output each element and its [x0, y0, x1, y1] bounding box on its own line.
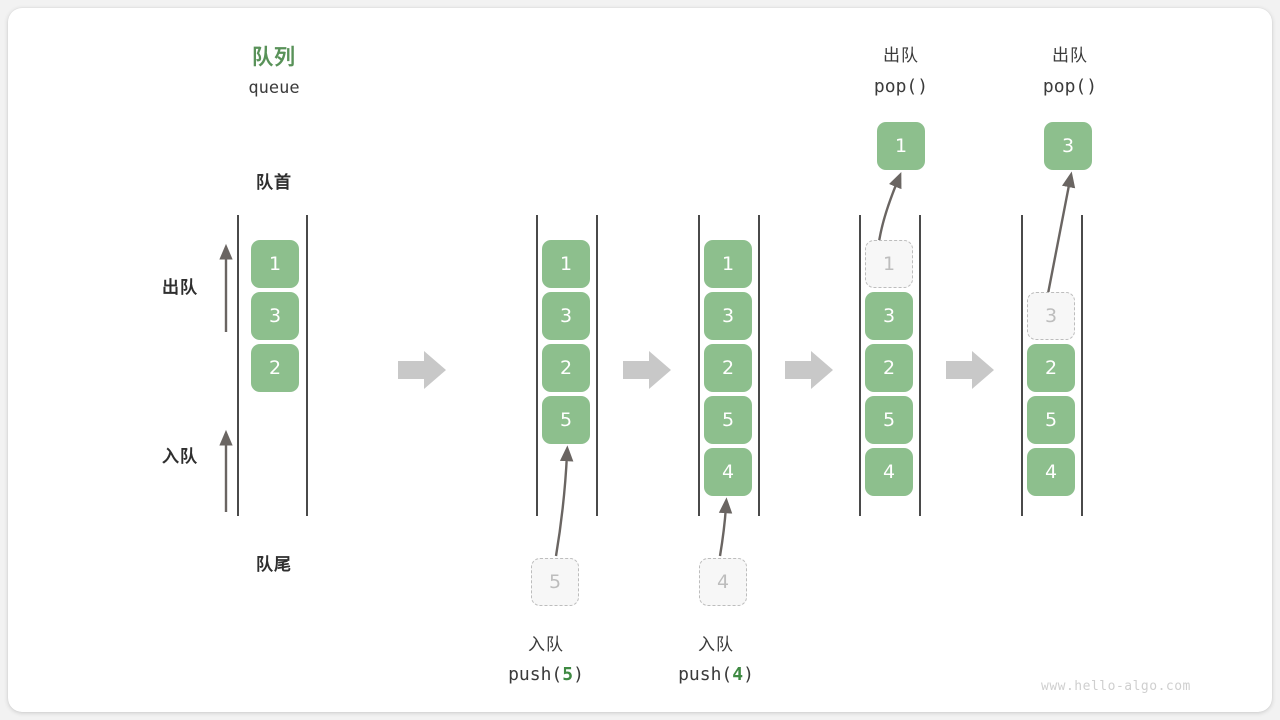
push-arrow [718, 497, 733, 557]
pop3-label-cn: 出队 [1052, 46, 1088, 66]
queue-box: 3 [865, 292, 913, 340]
pop1-label-cn: 出队 [883, 46, 919, 66]
code-suffix: ) [1086, 76, 1098, 97]
code-suffix: ) [917, 76, 929, 97]
rear-label: 队尾 [256, 555, 292, 575]
push5-label-code: push(5) [471, 664, 621, 685]
code-suffix: ) [743, 664, 754, 685]
queue-box: 3 [542, 292, 590, 340]
stage-initial-rail-right [306, 215, 308, 516]
diagram-canvas: 队列 queue 队首 队尾 出队 入队 1 3 2 1 3 2 5 5 [8, 8, 1272, 712]
push5-label-cn: 入队 [528, 635, 564, 655]
queue-box: 2 [251, 344, 299, 392]
queue-box: 2 [704, 344, 752, 392]
code-prefix: push( [508, 664, 563, 685]
pop1-label-code: pop() [826, 76, 976, 97]
code-prefix: push( [678, 664, 733, 685]
queue-title-cn: 队列 [252, 45, 296, 69]
incoming-ghost-box: 4 [699, 558, 747, 606]
popped-box: 1 [877, 122, 925, 170]
pop3-label-code: pop() [995, 76, 1145, 97]
queue-box: 3 [704, 292, 752, 340]
queue-box: 4 [865, 448, 913, 496]
queue-box: 1 [251, 240, 299, 288]
stage-pop1-rail-left [859, 215, 861, 516]
stage-push5-rail-right [596, 215, 598, 516]
push4-label-cn: 入队 [698, 635, 734, 655]
step-arrow-icon [946, 351, 994, 389]
queue-box: 2 [865, 344, 913, 392]
stage-pop1-rail-right [919, 215, 921, 516]
code-arg: 4 [732, 664, 744, 685]
watermark: www.hello-algo.com [1041, 679, 1191, 694]
step-arrow-icon [398, 351, 446, 389]
queue-box: 2 [1027, 344, 1075, 392]
queue-box: 5 [865, 396, 913, 444]
push4-label-code: push(4) [641, 664, 791, 685]
queue-box: 5 [1027, 396, 1075, 444]
queue-box-new: 5 [542, 396, 590, 444]
stage-push5-rail-left [536, 215, 538, 516]
stage-initial-rail-left [237, 215, 239, 516]
queue-box-new: 4 [704, 448, 752, 496]
incoming-ghost-box: 5 [531, 558, 579, 606]
queue-box: 3 [251, 292, 299, 340]
popped-box: 3 [1044, 122, 1092, 170]
queue-box-removed: 3 [1027, 292, 1075, 340]
queue-box: 1 [542, 240, 590, 288]
queue-title-en: queue [248, 78, 300, 98]
stage-push4-rail-right [758, 215, 760, 516]
code-suffix: ) [573, 664, 584, 685]
code-prefix: pop( [873, 76, 918, 97]
enqueue-direction-arrow [219, 429, 233, 512]
code-arg: 5 [562, 664, 574, 685]
stage-pop3-rail-right [1081, 215, 1083, 516]
step-arrow-icon [623, 351, 671, 389]
queue-box: 1 [704, 240, 752, 288]
stage-pop3-rail-left [1021, 215, 1023, 516]
stage-push4-rail-left [698, 215, 700, 516]
enqueue-side-label: 入队 [162, 447, 198, 467]
dequeue-side-label: 出队 [162, 278, 198, 298]
pop-arrow [1044, 171, 1076, 305]
dequeue-direction-arrow [219, 243, 233, 332]
code-prefix: pop( [1042, 76, 1087, 97]
front-label: 队首 [256, 173, 292, 193]
queue-box: 5 [704, 396, 752, 444]
push-arrow [554, 445, 574, 557]
queue-box: 4 [1027, 448, 1075, 496]
step-arrow-icon [785, 351, 833, 389]
queue-box-removed: 1 [865, 240, 913, 288]
queue-box: 2 [542, 344, 590, 392]
